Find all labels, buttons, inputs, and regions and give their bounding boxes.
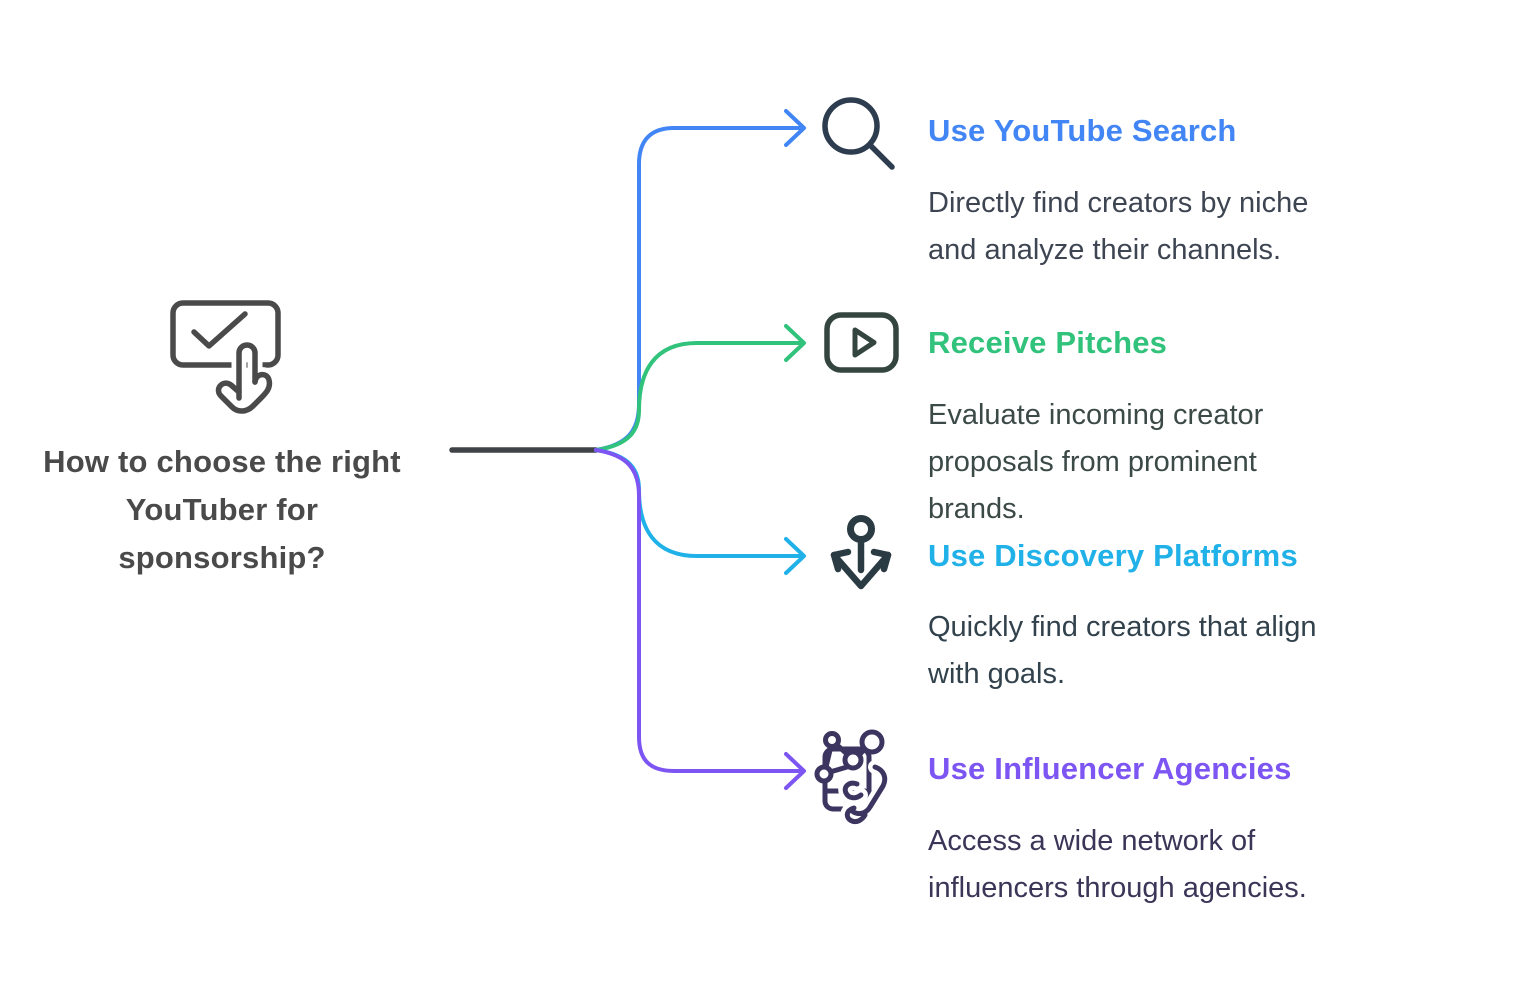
- branch-arrow-receive-pitches: [784, 324, 806, 362]
- body-line: Access a wide network of: [928, 825, 1256, 857]
- body-line: proposals from prominent: [928, 446, 1257, 478]
- search-icon: [822, 97, 895, 170]
- branch-heading-use-youtube-search: Use YouTube Search: [928, 113, 1237, 148]
- body-line: Quickly find creators that align: [928, 611, 1317, 643]
- body-line: and analyze their channels.: [928, 234, 1282, 266]
- body-line: with goals.: [928, 658, 1066, 690]
- body-line: brands.: [928, 493, 1025, 525]
- tap-select-icon: [170, 300, 281, 419]
- body-line: Directly find creators by niche: [928, 187, 1309, 219]
- branch-line-use-influencer-agencies: [594, 448, 802, 773]
- branch-body-use-youtube-search: Directly find creators by niche and anal…: [928, 180, 1488, 274]
- branch-heading-use-discovery-platforms: Use Discovery Platforms: [928, 538, 1298, 573]
- branch-line-use-discovery-platforms: [594, 448, 802, 558]
- network-hand-icon: [814, 729, 892, 829]
- root-topic-title: How to choose the right YouTuber for spo…: [43, 444, 401, 575]
- branch-heading-receive-pitches: Receive Pitches: [928, 325, 1168, 360]
- branch-arrow-use-youtube-search: [784, 109, 806, 147]
- branch-heading-use-influencer-agencies: Use Influencer Agencies: [928, 751, 1292, 786]
- body-line: Evaluate incoming creator: [928, 399, 1264, 431]
- body-line: influencers through agencies.: [928, 872, 1307, 904]
- anchor-icon: [830, 515, 892, 590]
- play-video-icon: [824, 312, 899, 373]
- branch-arrow-use-discovery-platforms: [784, 537, 806, 575]
- branch-body-use-influencer-agencies: Access a wide network of influencers thr…: [928, 818, 1488, 912]
- branch-line-receive-pitches: [594, 341, 802, 452]
- branch-arrow-use-influencer-agencies: [784, 752, 806, 790]
- branch-line-use-youtube-search: [594, 126, 802, 452]
- branch-body-receive-pitches: Evaluate incoming creator proposals from…: [928, 392, 1488, 533]
- branch-body-use-discovery-platforms: Quickly find creators that align with go…: [928, 604, 1488, 698]
